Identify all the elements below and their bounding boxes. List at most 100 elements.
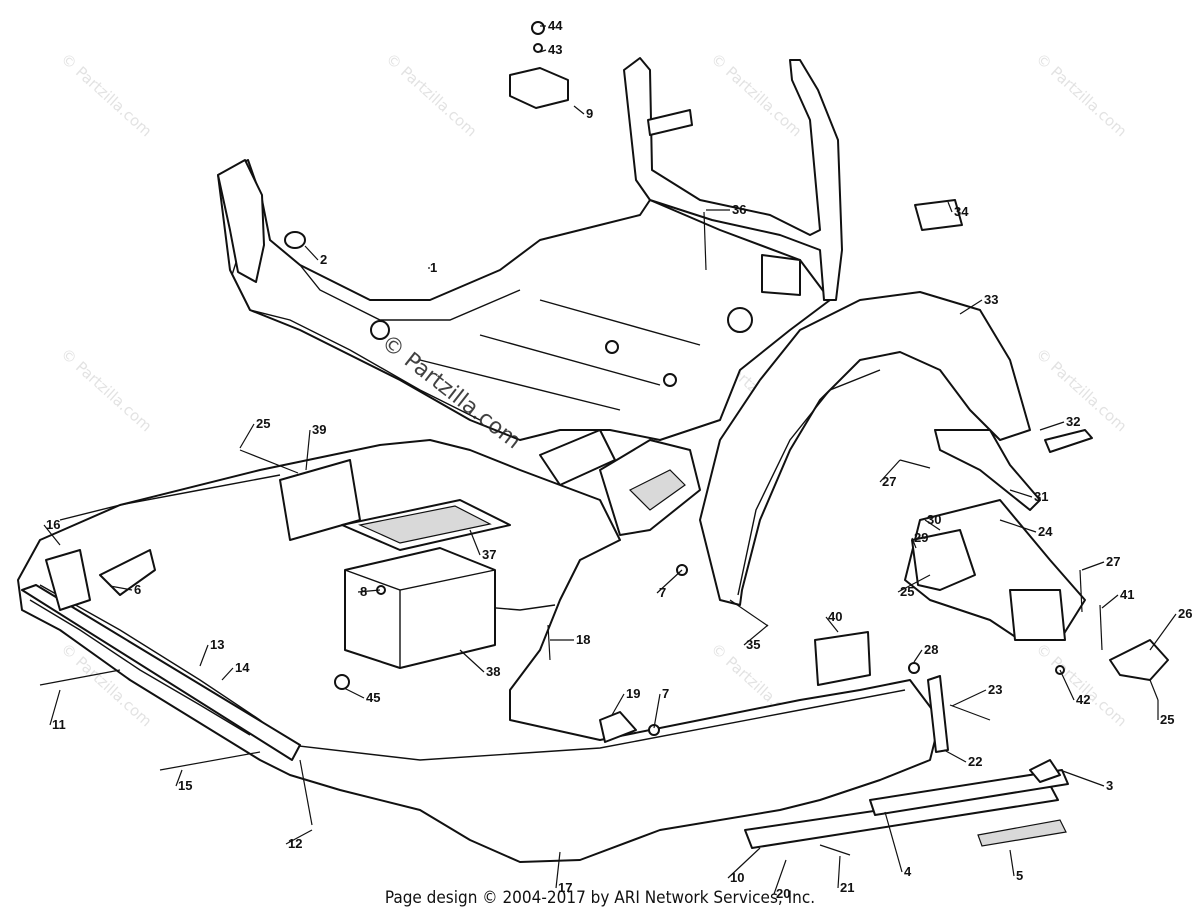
callout-number: 30	[927, 512, 941, 527]
callout-number: 19	[626, 686, 640, 701]
callout-44[interactable]: 44	[540, 18, 563, 33]
callout-number: 26	[1178, 606, 1192, 621]
callout-number: 45	[366, 690, 380, 705]
callout-leader	[175, 769, 183, 787]
watermark-text: © Partzilla.com	[1032, 640, 1130, 731]
callout-leader	[1149, 613, 1177, 651]
callout-number: 7	[659, 585, 666, 600]
callout-8[interactable]: 8	[357, 584, 381, 599]
callout-25[interactable]: 25	[897, 574, 931, 599]
callout-1[interactable]: 1	[428, 260, 437, 275]
callout-42[interactable]: 42	[1059, 669, 1090, 707]
callout-13[interactable]: 13	[199, 637, 224, 667]
callout-17[interactable]: 17	[555, 851, 572, 895]
callout-number: 36	[732, 202, 746, 217]
callout-leader	[951, 689, 987, 707]
callout-leader	[924, 519, 941, 531]
callout-31[interactable]: 31	[1009, 489, 1048, 504]
callout-leader	[656, 569, 683, 594]
callout-16[interactable]: 16	[43, 517, 60, 546]
callout-12[interactable]: 12	[285, 829, 313, 851]
callout-number: 17	[558, 880, 572, 895]
callout-35[interactable]: 35	[743, 624, 769, 652]
callout-leader	[1081, 561, 1105, 571]
callout-7[interactable]: 7	[653, 686, 669, 729]
callout-25[interactable]: 25	[239, 416, 270, 449]
callout-leader	[1059, 669, 1075, 701]
callout-leader	[49, 689, 61, 726]
callout-9[interactable]: 9	[573, 105, 593, 121]
callout-38[interactable]: 38	[459, 649, 500, 679]
callout-7[interactable]: 7	[656, 569, 683, 600]
callout-number: 25	[256, 416, 270, 431]
callout-24[interactable]: 24	[999, 519, 1053, 539]
part-43	[533, 43, 543, 53]
callout-number: 20	[776, 886, 790, 901]
callout-39[interactable]: 39	[305, 422, 326, 471]
watermark-text: © Partzilla.com	[1032, 50, 1130, 141]
callout-leader	[1009, 849, 1015, 877]
callout-26[interactable]: 26	[1149, 606, 1192, 651]
callout-20[interactable]: 20	[773, 859, 790, 901]
callout-37[interactable]: 37	[469, 529, 496, 562]
belly-pan[interactable]	[17, 439, 941, 863]
callout-number: 21	[840, 880, 854, 895]
callout-43[interactable]: 43	[539, 42, 562, 57]
callout-41[interactable]: 41	[1101, 587, 1134, 609]
callout-2[interactable]: 2	[304, 245, 327, 267]
callout-25[interactable]: 25	[1157, 700, 1174, 727]
callout-leader	[897, 574, 931, 593]
callout-19[interactable]: 19	[611, 686, 640, 716]
callout-leader	[555, 851, 561, 889]
callout-leader	[285, 829, 313, 845]
callout-number: 18	[576, 632, 590, 647]
callout-29[interactable]: 29	[911, 530, 928, 549]
fender-panel[interactable]	[699, 199, 1093, 641]
callout-28[interactable]: 28	[913, 642, 938, 663]
callout-4[interactable]: 4	[884, 811, 912, 879]
callout-34[interactable]: 34	[947, 201, 969, 219]
callout-14[interactable]: 14	[221, 660, 250, 681]
callout-leader	[239, 423, 255, 449]
watermark-text: © Partzilla.com	[1032, 345, 1130, 436]
callout-number: 43	[548, 42, 562, 57]
callout-number: 6	[134, 582, 141, 597]
callout-18[interactable]: 18	[550, 632, 590, 647]
callout-11[interactable]: 11	[49, 689, 66, 732]
callout-leader	[221, 667, 234, 681]
callout-15[interactable]: 15	[175, 769, 192, 793]
callout-23[interactable]: 23	[951, 682, 1002, 707]
callout-21[interactable]: 21	[837, 855, 854, 895]
callout-36[interactable]: 36	[706, 202, 746, 217]
callout-45[interactable]: 45	[343, 687, 380, 705]
small-parts[interactable]	[39, 21, 1169, 856]
callout-6[interactable]: 6	[109, 582, 141, 597]
callout-number: 16	[46, 517, 60, 532]
callout-number: 37	[482, 547, 496, 562]
callout-leader	[911, 537, 917, 549]
callout-22[interactable]: 22	[943, 749, 982, 769]
callout-leader	[1039, 421, 1065, 431]
callout-27[interactable]: 27	[879, 459, 901, 489]
callout-40[interactable]: 40	[825, 609, 842, 633]
callout-30[interactable]: 30	[924, 512, 941, 531]
callout-32[interactable]: 32	[1039, 414, 1080, 431]
watermark-text: © Partzilla.com	[57, 50, 155, 141]
callout-3[interactable]: 3	[1059, 769, 1113, 793]
callout-number: 42	[1076, 692, 1090, 707]
callout-leader	[1101, 594, 1119, 609]
callout-number: 8	[360, 584, 367, 599]
frame-assembly[interactable]	[217, 57, 843, 536]
callout-number: 13	[210, 637, 224, 652]
callout-5[interactable]: 5	[1009, 849, 1023, 883]
callout-33[interactable]: 33	[959, 292, 998, 315]
callout-leader	[884, 811, 903, 873]
callout-leader	[825, 616, 839, 633]
callout-10[interactable]: 10	[727, 847, 761, 885]
callout-number: 25	[900, 584, 914, 599]
callout-leader	[343, 687, 365, 699]
part-44	[531, 21, 545, 35]
callout-27[interactable]: 27	[1081, 554, 1120, 571]
callout-leader	[653, 693, 661, 729]
